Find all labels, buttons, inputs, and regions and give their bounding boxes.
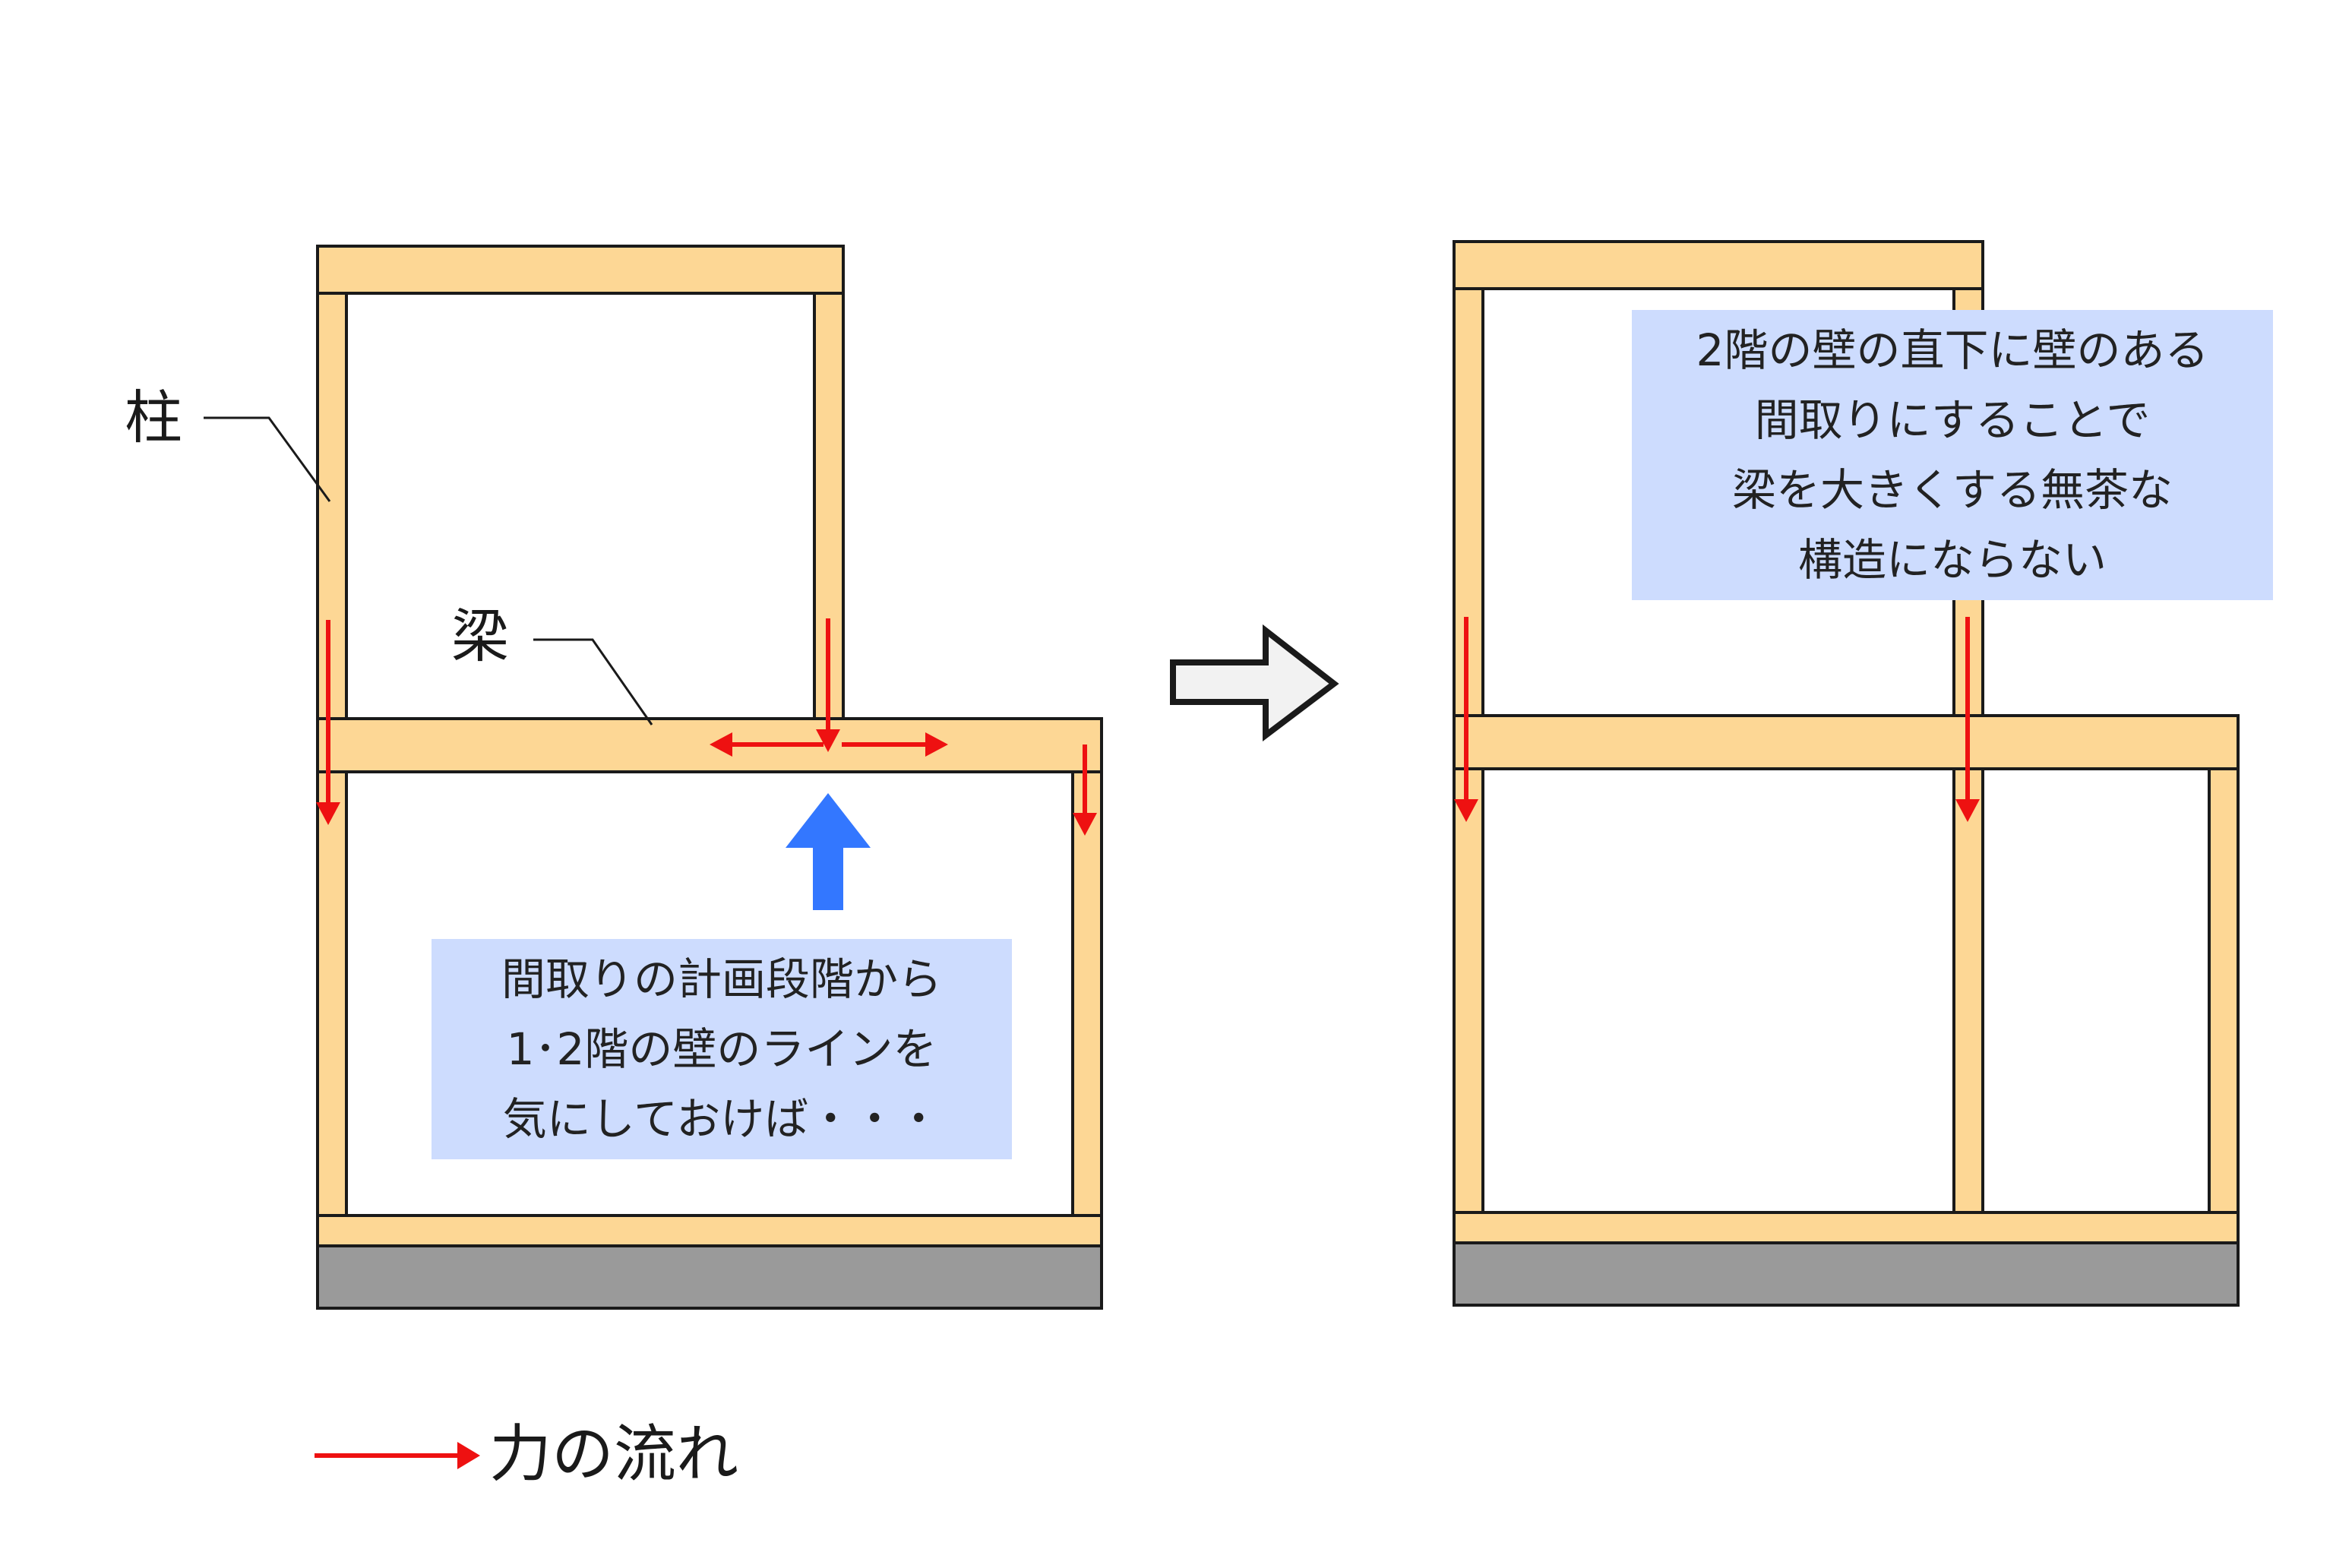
left-foundation <box>316 1244 1103 1310</box>
left-note-line-3: 気にしておけば・・・ <box>502 1093 941 1145</box>
right-note: 2階の壁の直下に壁のある 間取りにすることで 梁を大きくする無茶な 構造にならな… <box>1632 310 2273 600</box>
leader-lines <box>204 416 653 726</box>
beam-label: 梁 <box>451 602 509 670</box>
left-upper-pillar-left <box>316 292 348 720</box>
pillar-label: 柱 <box>125 384 182 451</box>
right-lower-pillar-left <box>1453 767 1484 1214</box>
left-lower-pillar-right <box>1071 770 1103 1217</box>
right-roof-beam <box>1453 240 1984 290</box>
left-lower-pillar-left <box>316 770 348 1217</box>
legend-arrow <box>315 1442 480 1469</box>
right-note-line-3: 梁を大きくする無茶な <box>1731 464 2173 516</box>
right-note-line-1: 2階の壁の直下に壁のある <box>1696 324 2209 376</box>
support-arrow <box>786 793 871 910</box>
right-floor-beam <box>1453 714 2240 770</box>
right-force-arrows <box>1454 617 1980 822</box>
right-note-line-2: 間取りにすることで <box>1754 394 2151 446</box>
left-note-line-2: 1･2階の壁のラインを <box>506 1023 937 1075</box>
right-lower-pillar-mid <box>1952 767 1984 1214</box>
legend-label: 力の流れ <box>489 1418 739 1491</box>
right-sill <box>1453 1211 2240 1244</box>
left-roof-beam <box>316 245 845 295</box>
right-house <box>1453 240 2240 1307</box>
transition-arrow <box>1170 624 1339 742</box>
right-foundation <box>1453 1241 2240 1307</box>
left-note: 間取りの計画段階から 1･2階の壁のラインを 気にしておけば・・・ <box>432 939 1012 1159</box>
left-force-arrows <box>316 618 1097 836</box>
left-house <box>316 245 1103 1310</box>
right-note-line-4: 構造にならない <box>1797 534 2107 586</box>
left-note-line-1: 間取りの計画段階から <box>501 953 942 1005</box>
right-lower-pillar-right <box>2208 767 2240 1214</box>
left-floor-beam <box>316 717 1103 773</box>
left-sill <box>316 1214 1103 1247</box>
